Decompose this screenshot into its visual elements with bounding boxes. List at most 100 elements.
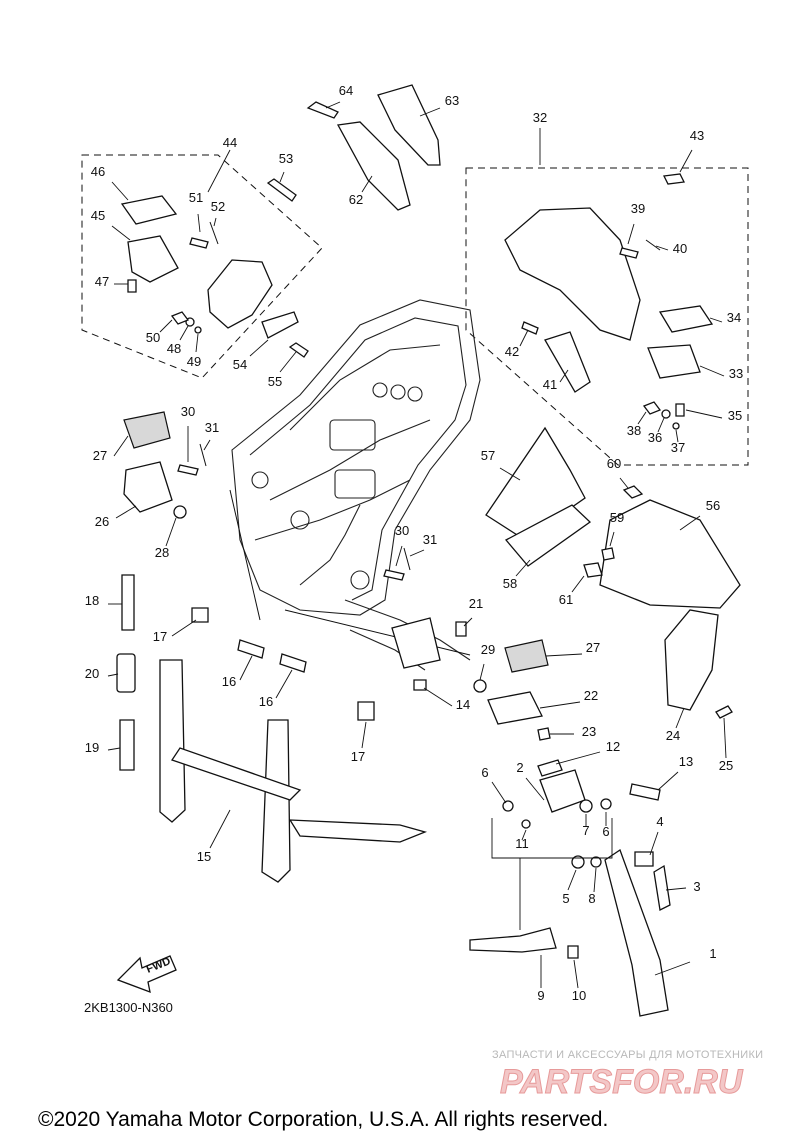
washer-49 [194, 326, 202, 334]
collar-14 [413, 679, 427, 691]
guard-24 [664, 609, 719, 711]
leader-line-51 [197, 213, 201, 233]
grommet-60 [622, 485, 644, 499]
callout-45: 45 [91, 208, 105, 223]
callout-15: 15 [197, 849, 211, 864]
cotter-52 [209, 221, 219, 245]
leader-line-13 [657, 771, 679, 791]
leader-line-34 [709, 317, 723, 323]
leader-line-61 [571, 575, 585, 593]
leader-line-12 [555, 751, 601, 765]
leader-line-35 [685, 409, 723, 419]
leader-line-19 [107, 747, 121, 751]
leader-line-2 [525, 777, 545, 801]
washer-37 [672, 422, 680, 430]
footrest-22 [487, 691, 543, 725]
spring-28 [173, 505, 187, 519]
washer-8 [590, 856, 602, 868]
plate-54 [261, 311, 299, 339]
bolt-11 [521, 819, 531, 829]
callout-4: 4 [656, 814, 663, 829]
main-stand-15-pedal [288, 819, 428, 843]
leader-line-5 [567, 869, 577, 891]
leader-lines [107, 101, 727, 989]
spring-18 [121, 574, 135, 631]
watermark-logo: PARTSFOR.RU [500, 1063, 744, 1101]
callout-31: 31 [423, 532, 437, 547]
callout-42: 42 [505, 344, 519, 359]
callout-57: 57 [481, 448, 495, 463]
leader-line-46 [111, 181, 129, 201]
callout-39: 39 [631, 201, 645, 216]
callout-47: 47 [95, 274, 109, 289]
leader-line-48 [179, 325, 189, 341]
callout-12: 12 [606, 739, 620, 754]
nut-5 [571, 855, 585, 869]
leader-line-52 [213, 217, 217, 227]
leader-line-63 [419, 107, 441, 117]
group-marker-44 [207, 149, 231, 193]
bolt-16-right [279, 653, 307, 673]
callout-11: 11 [515, 836, 529, 851]
spring-29 [473, 679, 487, 693]
footrest-rubber-34 [658, 305, 714, 333]
leader-line-24 [675, 707, 685, 729]
ball-50 [170, 311, 190, 325]
bracket-21 [391, 617, 441, 669]
switch-9 [469, 927, 557, 953]
callout-19: 19 [85, 740, 99, 755]
callout-28: 28 [155, 545, 169, 560]
leader-line-10 [573, 959, 579, 989]
callout-7: 7 [582, 823, 589, 838]
leader-line-39 [627, 223, 635, 245]
fwd-arrow-icon: FWD [116, 955, 177, 994]
spring-19 [119, 719, 135, 771]
leader-line-15 [209, 809, 231, 849]
leader-line-43 [679, 149, 693, 173]
bolt-23 [537, 727, 551, 741]
callout-62: 62 [349, 192, 363, 207]
callout-37: 37 [671, 440, 685, 455]
bolt-4 [634, 851, 654, 867]
bolt-43 [663, 173, 685, 185]
callout-16: 16 [222, 674, 236, 689]
leader-line-62 [361, 175, 373, 193]
leader-line-41 [559, 369, 569, 383]
pin-30-left [177, 464, 199, 476]
bolt-42 [521, 321, 539, 335]
callout-54: 54 [233, 357, 247, 372]
leader-line-22 [539, 701, 581, 709]
diagram-reference: 2KB1300-N360 [84, 1000, 173, 1015]
bolt-13 [629, 783, 661, 801]
leader-line-11 [521, 829, 527, 841]
callout-17: 17 [351, 749, 365, 764]
main-frame [229, 299, 481, 671]
callout-10: 10 [572, 988, 586, 1003]
callout-3: 3 [693, 879, 700, 894]
callout-17: 17 [153, 629, 167, 644]
callout-46: 46 [91, 164, 105, 179]
leader-line-3 [665, 887, 687, 891]
callout-36: 36 [648, 430, 662, 445]
spring-3 [653, 864, 671, 911]
leader-line-8 [593, 867, 597, 893]
leader-line-42 [519, 329, 529, 347]
footrest-rubber-46 [120, 195, 178, 225]
footrest-26 [123, 461, 173, 513]
callout-33: 33 [729, 366, 743, 381]
pin-30-right [383, 569, 405, 581]
leader-line-16 [239, 655, 253, 681]
cotter-31-left [199, 443, 207, 467]
callout-38: 38 [627, 423, 641, 438]
main-stand-15-right-leg [261, 719, 291, 883]
bolt-55 [288, 342, 309, 358]
leader-line-38 [637, 411, 647, 425]
grommet-61 [583, 562, 603, 578]
callout-56: 56 [706, 498, 720, 513]
collar-20 [116, 653, 136, 693]
callout-26: 26 [95, 514, 109, 529]
group-outline-32 [465, 167, 749, 466]
leader-line-57 [499, 467, 521, 481]
spring-36 [661, 409, 671, 419]
